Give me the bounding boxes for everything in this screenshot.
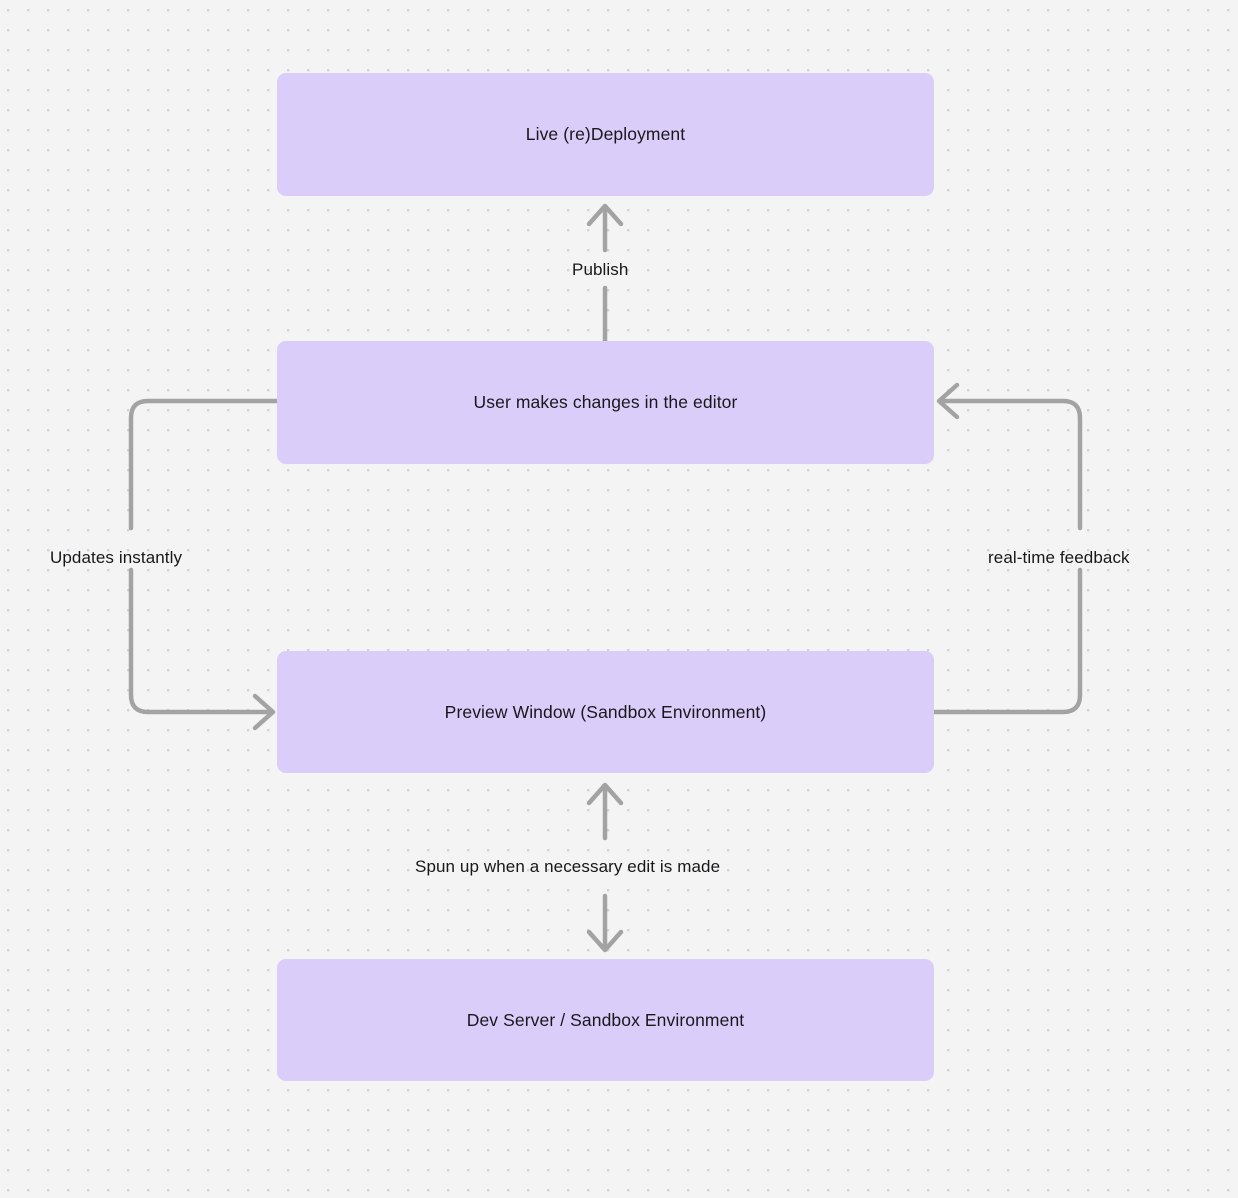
node-user-makes-changes-label: User makes changes in the editor (473, 392, 738, 412)
node-user-makes-changes[interactable]: User makes changes in the editor (277, 341, 934, 464)
edge-label-spun-up: Spun up when a necessary edit is made (415, 857, 721, 876)
edge-label-updates-instantly: Updates instantly (50, 548, 183, 567)
node-preview-window-label: Preview Window (Sandbox Environment) (444, 701, 767, 722)
edge-label-real-time-feedback: real-time feedback (988, 548, 1130, 567)
node-dev-server-label: Dev Server / Sandbox Environment (466, 1009, 745, 1030)
node-live-deployment[interactable]: Live (re)Deployment (277, 73, 934, 196)
node-dev-server[interactable]: Dev Server / Sandbox Environment (277, 959, 934, 1081)
edge-label-publish: Publish (572, 260, 629, 279)
node-live-deployment-label: Live (re)Deployment (525, 124, 686, 144)
node-preview-window[interactable]: Preview Window (Sandbox Environment) (277, 651, 934, 773)
